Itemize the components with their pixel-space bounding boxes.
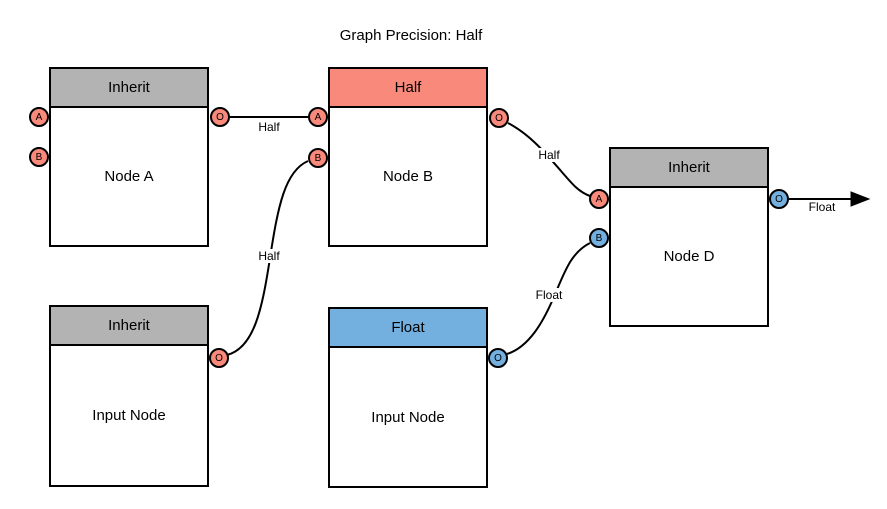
node-a-header: Inherit — [51, 69, 207, 108]
node-a-title: Node A — [104, 168, 154, 185]
node-d-port-o: O — [769, 189, 789, 209]
input-node-left: Inherit Input Node — [49, 305, 209, 487]
edge-label-half-b-to-d: Half — [536, 148, 562, 162]
node-b-port-b: B — [308, 148, 328, 168]
edge-label-float-output: Float — [806, 200, 838, 214]
input-node-float: Float Input Node — [328, 307, 488, 488]
input-node-left-title: Input Node — [92, 407, 166, 424]
input-node-left-header: Inherit — [51, 307, 207, 346]
node-a-port-a: A — [29, 107, 49, 127]
node-b-port-a: A — [308, 107, 328, 127]
input-node-float-port-o: O — [488, 348, 508, 368]
arrowhead-icon — [850, 191, 871, 207]
node-b-header: Half — [330, 69, 486, 108]
node-d-port-a: A — [589, 189, 609, 209]
node-d: Inherit Node D — [609, 147, 769, 327]
edge-node-b-to-node-d — [507, 122, 591, 197]
input-node-left-port-o: O — [209, 348, 229, 368]
edge-label-float-inputfloat-to-d: Float — [533, 288, 565, 302]
node-a-port-b: B — [29, 147, 49, 167]
node-d-header: Inherit — [611, 149, 767, 188]
node-a: Inherit Node A — [49, 67, 209, 247]
edge-label-half-a-to-b: Half — [256, 120, 282, 134]
edge-label-half-inputleft-to-b: Half — [256, 249, 282, 263]
node-b: Half Node B — [328, 67, 488, 247]
graph-title: Graph Precision: Half — [339, 27, 483, 44]
node-b-port-o: O — [489, 108, 509, 128]
node-d-port-b: B — [589, 228, 609, 248]
node-a-port-o: O — [210, 107, 230, 127]
node-d-title: Node D — [663, 248, 715, 265]
input-node-float-title: Input Node — [371, 408, 445, 426]
input-node-float-header: Float — [330, 309, 486, 348]
node-b-title: Node B — [382, 168, 434, 185]
